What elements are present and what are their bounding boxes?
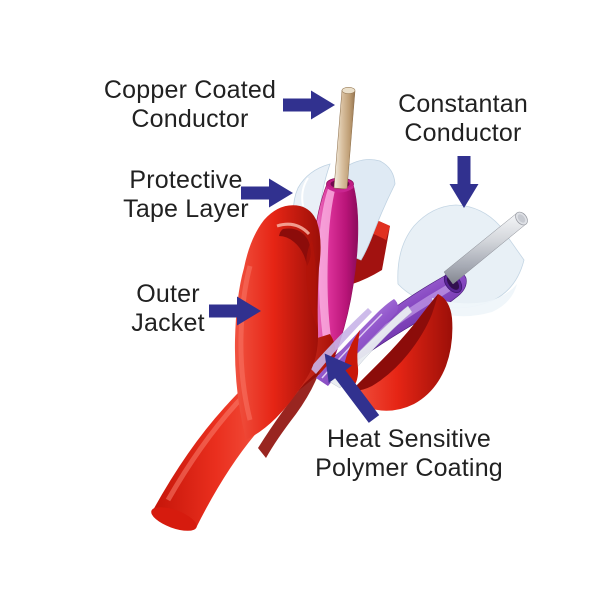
label-line: Protective [129, 166, 243, 194]
label-outer-jacket: Outer Jacket [82, 280, 254, 338]
label-protective-tape-layer: Protective Tape Layer [80, 166, 292, 224]
label-heat-sensitive-polymer-coating: Heat Sensitive Polymer Coating [281, 425, 537, 483]
label-line: Tape Layer [123, 195, 249, 223]
outer-jacket-left-flap [234, 205, 321, 440]
label-line: Conductor [404, 119, 522, 147]
label-copper-coated-conductor: Copper Coated Conductor [78, 76, 302, 134]
label-line: Heat Sensitive [327, 425, 491, 453]
label-line: Copper Coated [103, 76, 277, 104]
copper-conductor-rod [326, 87, 356, 193]
constantan-conductor-rod [443, 211, 528, 285]
label-constantan-conductor: Constantan Conductor [356, 90, 570, 148]
label-line: Conductor [131, 105, 249, 133]
protective-tape-front-flap [432, 284, 517, 317]
label-line: Constantan [398, 90, 528, 118]
label-line: Outer [136, 280, 200, 308]
label-line: Polymer Coating [315, 454, 503, 482]
label-line: Jacket [131, 309, 205, 337]
constantan-conductor-arrow [449, 156, 479, 208]
